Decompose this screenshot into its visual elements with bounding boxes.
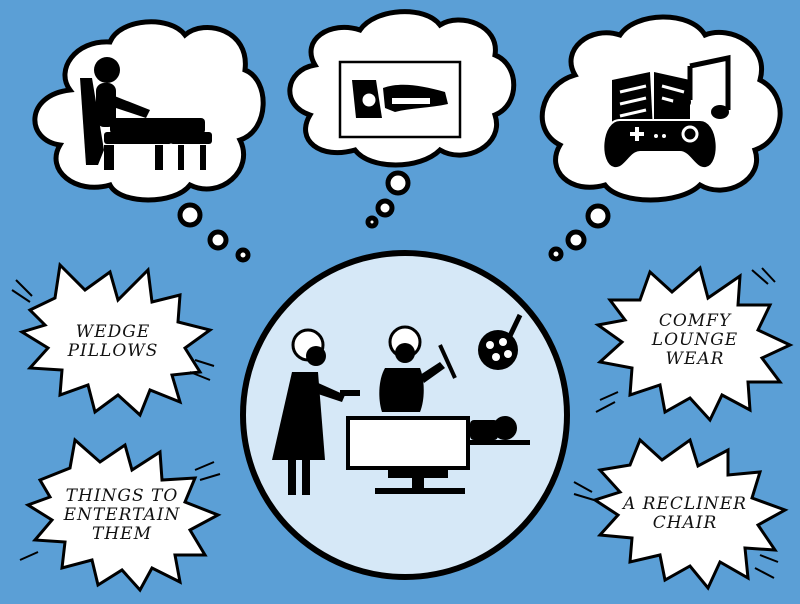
burst-wedge-pillows [11, 261, 215, 418]
label-line: LOUNGE [651, 330, 739, 350]
burst-recliner-chair [573, 437, 789, 591]
label-line: COMFY [658, 311, 732, 331]
burst-comfy-lounge-wear [594, 265, 794, 423]
label-line: A RECLINER [623, 494, 747, 514]
label-a-recliner-chair: A RECLINER CHAIR [610, 495, 760, 533]
label-things-to-entertain: THINGS TO ENTERTAIN THEM [52, 487, 192, 544]
label-line: ENTERTAIN [63, 505, 181, 525]
label-line: WEDGE [75, 322, 151, 342]
label-wedge-pillows: WEDGE PILLOWS [48, 323, 178, 361]
sleeping-person-icon [338, 60, 462, 139]
surgery-scene-icon [272, 313, 530, 495]
label-line: THINGS TO [65, 486, 179, 506]
recliner-chair-icon [80, 57, 212, 170]
label-line: THEM [92, 524, 152, 544]
label-comfy-lounge-wear: COMFY LOUNGE WEAR [630, 312, 760, 369]
label-line: WEAR [665, 349, 725, 369]
label-line: PILLOWS [67, 341, 159, 361]
book-music-gamepad-icon [602, 54, 731, 170]
label-line: CHAIR [652, 513, 718, 533]
burst-things-to-entertain [19, 437, 222, 593]
